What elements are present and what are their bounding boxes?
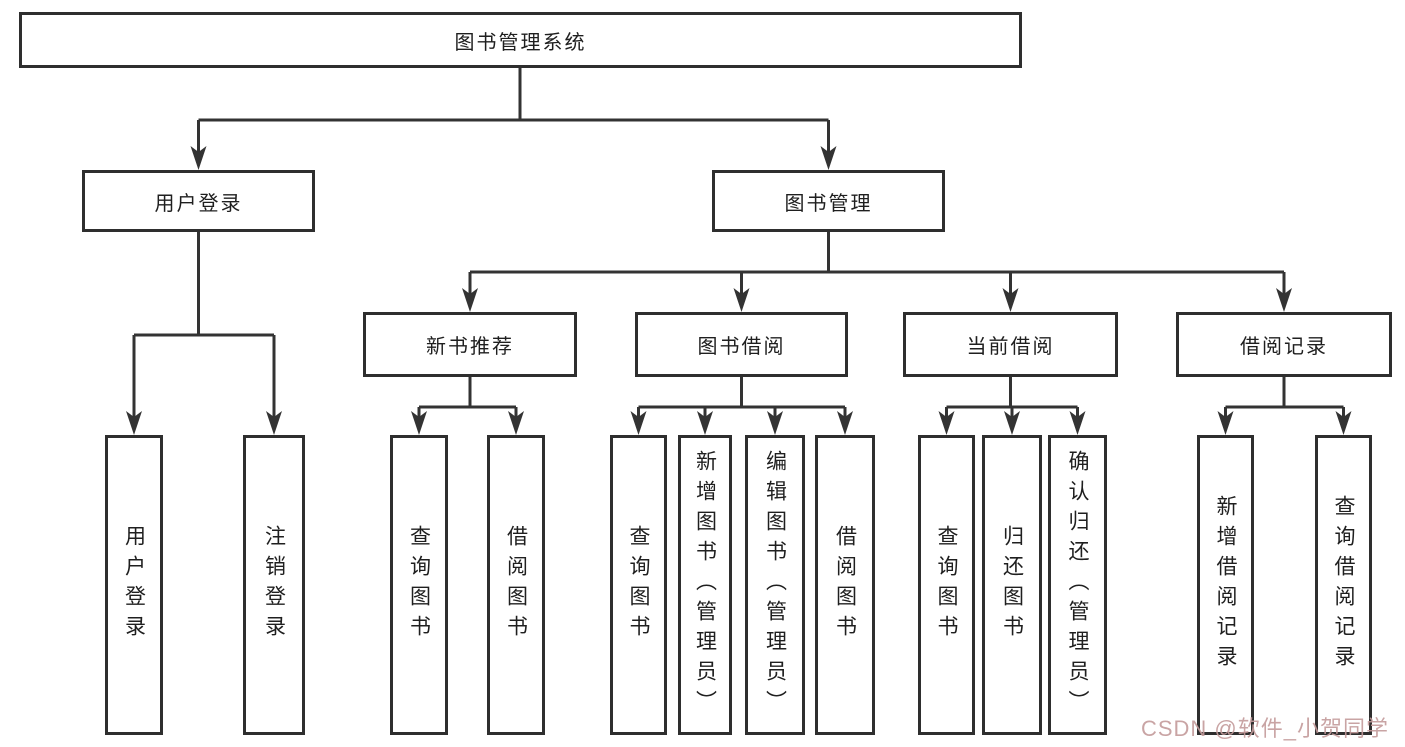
node-current-borrow: 当前借阅	[903, 312, 1118, 377]
node-label: 图书借阅	[697, 336, 786, 358]
node-label: 新增图书（管理员）	[693, 450, 717, 720]
arrowhead-down-icon	[462, 288, 478, 312]
node-label: 编辑图书（管理员）	[763, 450, 787, 720]
arrowhead-down-icon	[820, 146, 837, 170]
arrowhead-down-icon	[126, 411, 142, 435]
node-label: 借阅记录	[1240, 336, 1328, 358]
node-label: 查询图书	[935, 525, 958, 645]
leaf-newbook-query-books: 查询图书	[390, 435, 448, 735]
node-label: 归还图书	[1000, 525, 1024, 645]
node-new-book-recommend: 新书推荐	[363, 312, 577, 377]
node-label: 新增借阅记录	[1214, 495, 1237, 675]
leaf-logout: 注销登录	[243, 435, 305, 735]
node-book-borrow: 图书借阅	[635, 312, 848, 377]
node-label: 借阅图书	[833, 525, 857, 645]
arrowhead-down-icon	[837, 411, 853, 435]
arrowhead-down-icon	[190, 146, 207, 170]
node-label: 注销登录	[262, 525, 286, 645]
arrowhead-down-icon	[1276, 288, 1292, 312]
node-borrow-record: 借阅记录	[1176, 312, 1392, 377]
leaf-newbook-borrow-books: 借阅图书	[487, 435, 545, 735]
leaf-current-query-books: 查询图书	[918, 435, 975, 735]
leaf-borrow-edit-books-admin: 编辑图书（管理员）	[745, 435, 805, 735]
arrowhead-down-icon	[1002, 288, 1019, 312]
node-label: 查询借阅记录	[1332, 495, 1355, 675]
node-label: 确认归还（管理员）	[1066, 450, 1089, 720]
csdn-watermark: CSDN @软件_小贺同学	[1140, 716, 1389, 741]
arrowhead-down-icon	[733, 288, 750, 312]
arrowhead-down-icon	[697, 411, 713, 435]
node-label: 图书管理系统	[454, 31, 587, 54]
node-root-system: 图书管理系统	[19, 12, 1022, 68]
leaf-record-add-borrow-record: 新增借阅记录	[1197, 435, 1254, 735]
node-label: 当前借阅	[966, 336, 1055, 358]
arrowhead-down-icon	[508, 411, 524, 435]
node-label: 新书推荐	[426, 336, 514, 358]
node-label: 用户登录	[122, 525, 146, 645]
arrowhead-down-icon	[266, 411, 282, 435]
leaf-current-confirm-return-admin: 确认归还（管理员）	[1048, 435, 1107, 735]
leaf-borrow-query-books: 查询图书	[610, 435, 667, 735]
leaf-record-query-borrow-record: 查询借阅记录	[1315, 435, 1372, 735]
node-label: 借阅图书	[504, 525, 528, 645]
leaf-borrow-add-books-admin: 新增图书（管理员）	[678, 435, 732, 735]
leaf-borrow-borrow-books: 借阅图书	[815, 435, 875, 735]
arrowhead-down-icon	[767, 411, 783, 435]
arrowhead-down-icon	[1217, 411, 1234, 435]
leaf-current-return-books: 归还图书	[982, 435, 1042, 735]
arrowhead-down-icon	[1004, 411, 1020, 435]
node-book-management: 图书管理	[712, 170, 945, 232]
arrowhead-down-icon	[938, 411, 955, 435]
node-label: 图书管理	[784, 192, 873, 215]
node-label: 用户登录	[154, 192, 243, 215]
arrowhead-down-icon	[1069, 411, 1086, 435]
node-label: 查询图书	[627, 525, 650, 645]
arrowhead-down-icon	[411, 411, 427, 435]
leaf-user-login: 用户登录	[105, 435, 163, 735]
node-user-login: 用户登录	[82, 170, 315, 232]
arrowhead-down-icon	[630, 411, 647, 435]
node-label: 查询图书	[407, 525, 431, 645]
arrowhead-down-icon	[1335, 411, 1352, 435]
